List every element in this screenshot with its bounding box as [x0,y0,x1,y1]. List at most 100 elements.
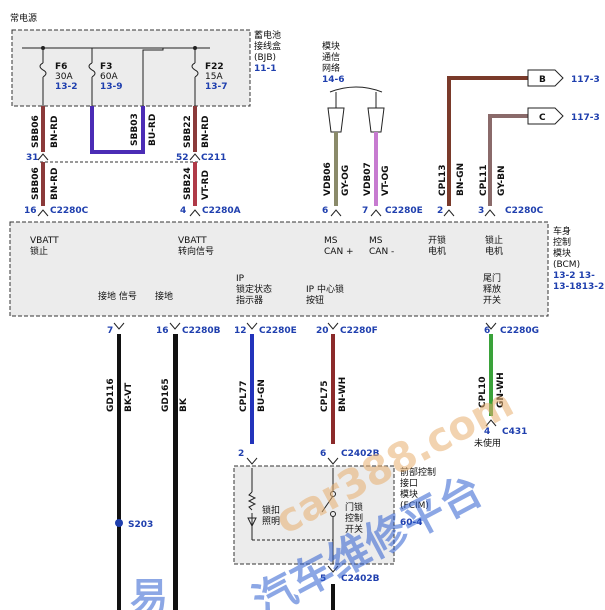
fuse-f6-ref: 13-2 [55,82,78,92]
fuse-f22: F22 15A 13-7 [191,48,228,106]
arrow-c[interactable]: C [527,107,564,125]
fcim-name-3: 模块 [400,488,418,500]
wire-vdb06-color: GY-OG [341,165,351,196]
watermark-char: 易 [130,575,168,610]
fuse-f22-rating: 15A [205,72,223,82]
network-ref: 14-6 [322,75,345,85]
wire-cpl13-color: BN-GN [456,163,466,196]
pin-b16: 16 [156,326,169,336]
wire-cpl10 [489,334,493,416]
wire-gd116-color: BK-VT [124,382,134,412]
wire-sbb22-color: BN-RD [201,115,211,148]
bcm-top-label-3a: MS [324,236,338,246]
wire-vdb07 [374,132,378,206]
wire-cpl11 [488,114,528,206]
fcim-name-2: 接口 [400,477,418,489]
wire-cpl77 [250,334,254,444]
fuse-f22-ref: 13-7 [205,82,228,92]
c2280a-label: C2280A [202,206,241,216]
wire-cpl13-id: CPL13 [438,165,448,196]
pin-f6: 6 [320,449,326,459]
fcim-resistor-icon [247,491,257,511]
pin-2-arrow [443,209,455,217]
pin-f2-arrow [246,457,258,465]
pin-b12: 12 [234,326,247,336]
pin-3: 3 [478,206,484,216]
network-name-1: 模块 [322,40,340,52]
bjb-name-1: 蓄电池 [254,29,281,41]
wire-sbb06-bottom-color: BN-RD [50,167,60,200]
pin-b20-arrow [327,322,339,330]
wire-sbb24-color: VT-RD [201,170,211,200]
fuse-f6-rating: 30A [55,72,73,82]
wire-sbb06-top [41,106,45,152]
wire-sbb03-left [90,106,94,154]
c211-pin-31: 31 [26,153,39,163]
bcm-name-1: 车身 [553,225,571,237]
wire-gd165 [173,334,178,610]
c2280f-label: C2280F [340,326,378,336]
pin-f2: 2 [238,449,244,459]
bcm-top-label-2a: VBATT [178,236,207,246]
bcm-name-4: (BCM) [553,260,580,270]
pin-4-arrow [189,209,201,217]
bcm-bottom-label-3c: 指示器 [236,294,263,306]
c211-arrow-b [189,153,201,161]
network-connector-b [367,107,385,133]
c2402b-label-a: C2402B [341,449,380,459]
bcm-name-3: 模块 [553,247,571,259]
wire-gd116 [117,334,121,610]
wire-cpl13 [447,76,528,206]
c2280c-label-b: C2280C [505,206,544,216]
wire-sbb22-id: SBB22 [183,115,193,148]
c2280e-label-b: C2280E [259,326,297,336]
network-name-2: 通信 [322,51,340,63]
pin-b12-arrow [246,322,258,330]
c431-arrow [485,419,497,427]
pin-16-arrow [37,209,49,217]
bcm-bottom-label-1: 接地 信号 [98,290,137,302]
wire-vdb07-id: VDB07 [363,162,373,196]
bcm-top-label-5a: 开锁 [428,234,446,246]
fuse-f6-id: F6 [55,62,67,72]
fcim-ref: 60-4 [400,518,423,528]
c211-arrow-a [37,153,49,161]
wire-cpl75-color: BN-WH [338,377,348,412]
wire-sbb24-id: SBB24 [183,167,193,200]
bcm-top-label-4b: CAN - [369,247,394,257]
bcm-bottom-label-5b: 释放 [483,283,501,295]
c2280b-label: C2280B [182,326,221,336]
s203-label: S203 [128,520,153,530]
pin-16: 16 [24,206,37,216]
bcm-bottom-label-2: 接地 [155,290,173,302]
bcm-top-label-1b: 锁止 [30,245,48,257]
arrow-b-label: B [539,75,546,85]
bcm-top-label-6b: 电机 [485,245,503,257]
bcm-top-label-1a: VBATT [30,236,59,246]
wire-cpl77-id: CPL77 [239,381,249,412]
bcm-bottom-label-4b: 按钮 [306,294,324,306]
wire-sbb24 [193,162,197,206]
arrow-b[interactable]: B [527,69,564,87]
wire-cpl10-id: CPL10 [478,377,488,408]
bcm-top-label-6a: 锁止 [485,234,503,246]
bjb-name-2: 接线盒 [254,40,281,52]
bcm-name-2: 控制 [553,236,571,248]
fcim-left-1: 锁扣 [262,504,280,516]
pin-4: 4 [180,206,186,216]
pin-b16-arrow [169,322,181,330]
fcim-right-2: 控制 [345,512,363,524]
fuse-f3-id: F3 [100,62,112,72]
pin-b7-arrow [113,322,125,330]
pin-6-arrow [330,209,342,217]
wire-sbb03-bottom [90,150,145,154]
wire-vdb06-id: VDB06 [323,162,333,196]
wire-cpl77-color: BU-GN [257,379,267,412]
wire-ground-out [331,584,335,610]
fcim-name-1: 前部控制 [400,466,436,478]
diagram-title: 常电源 [10,12,37,24]
pin-b4: 4 [484,427,490,437]
pin-2: 2 [437,206,443,216]
pin-b20: 20 [316,326,329,336]
